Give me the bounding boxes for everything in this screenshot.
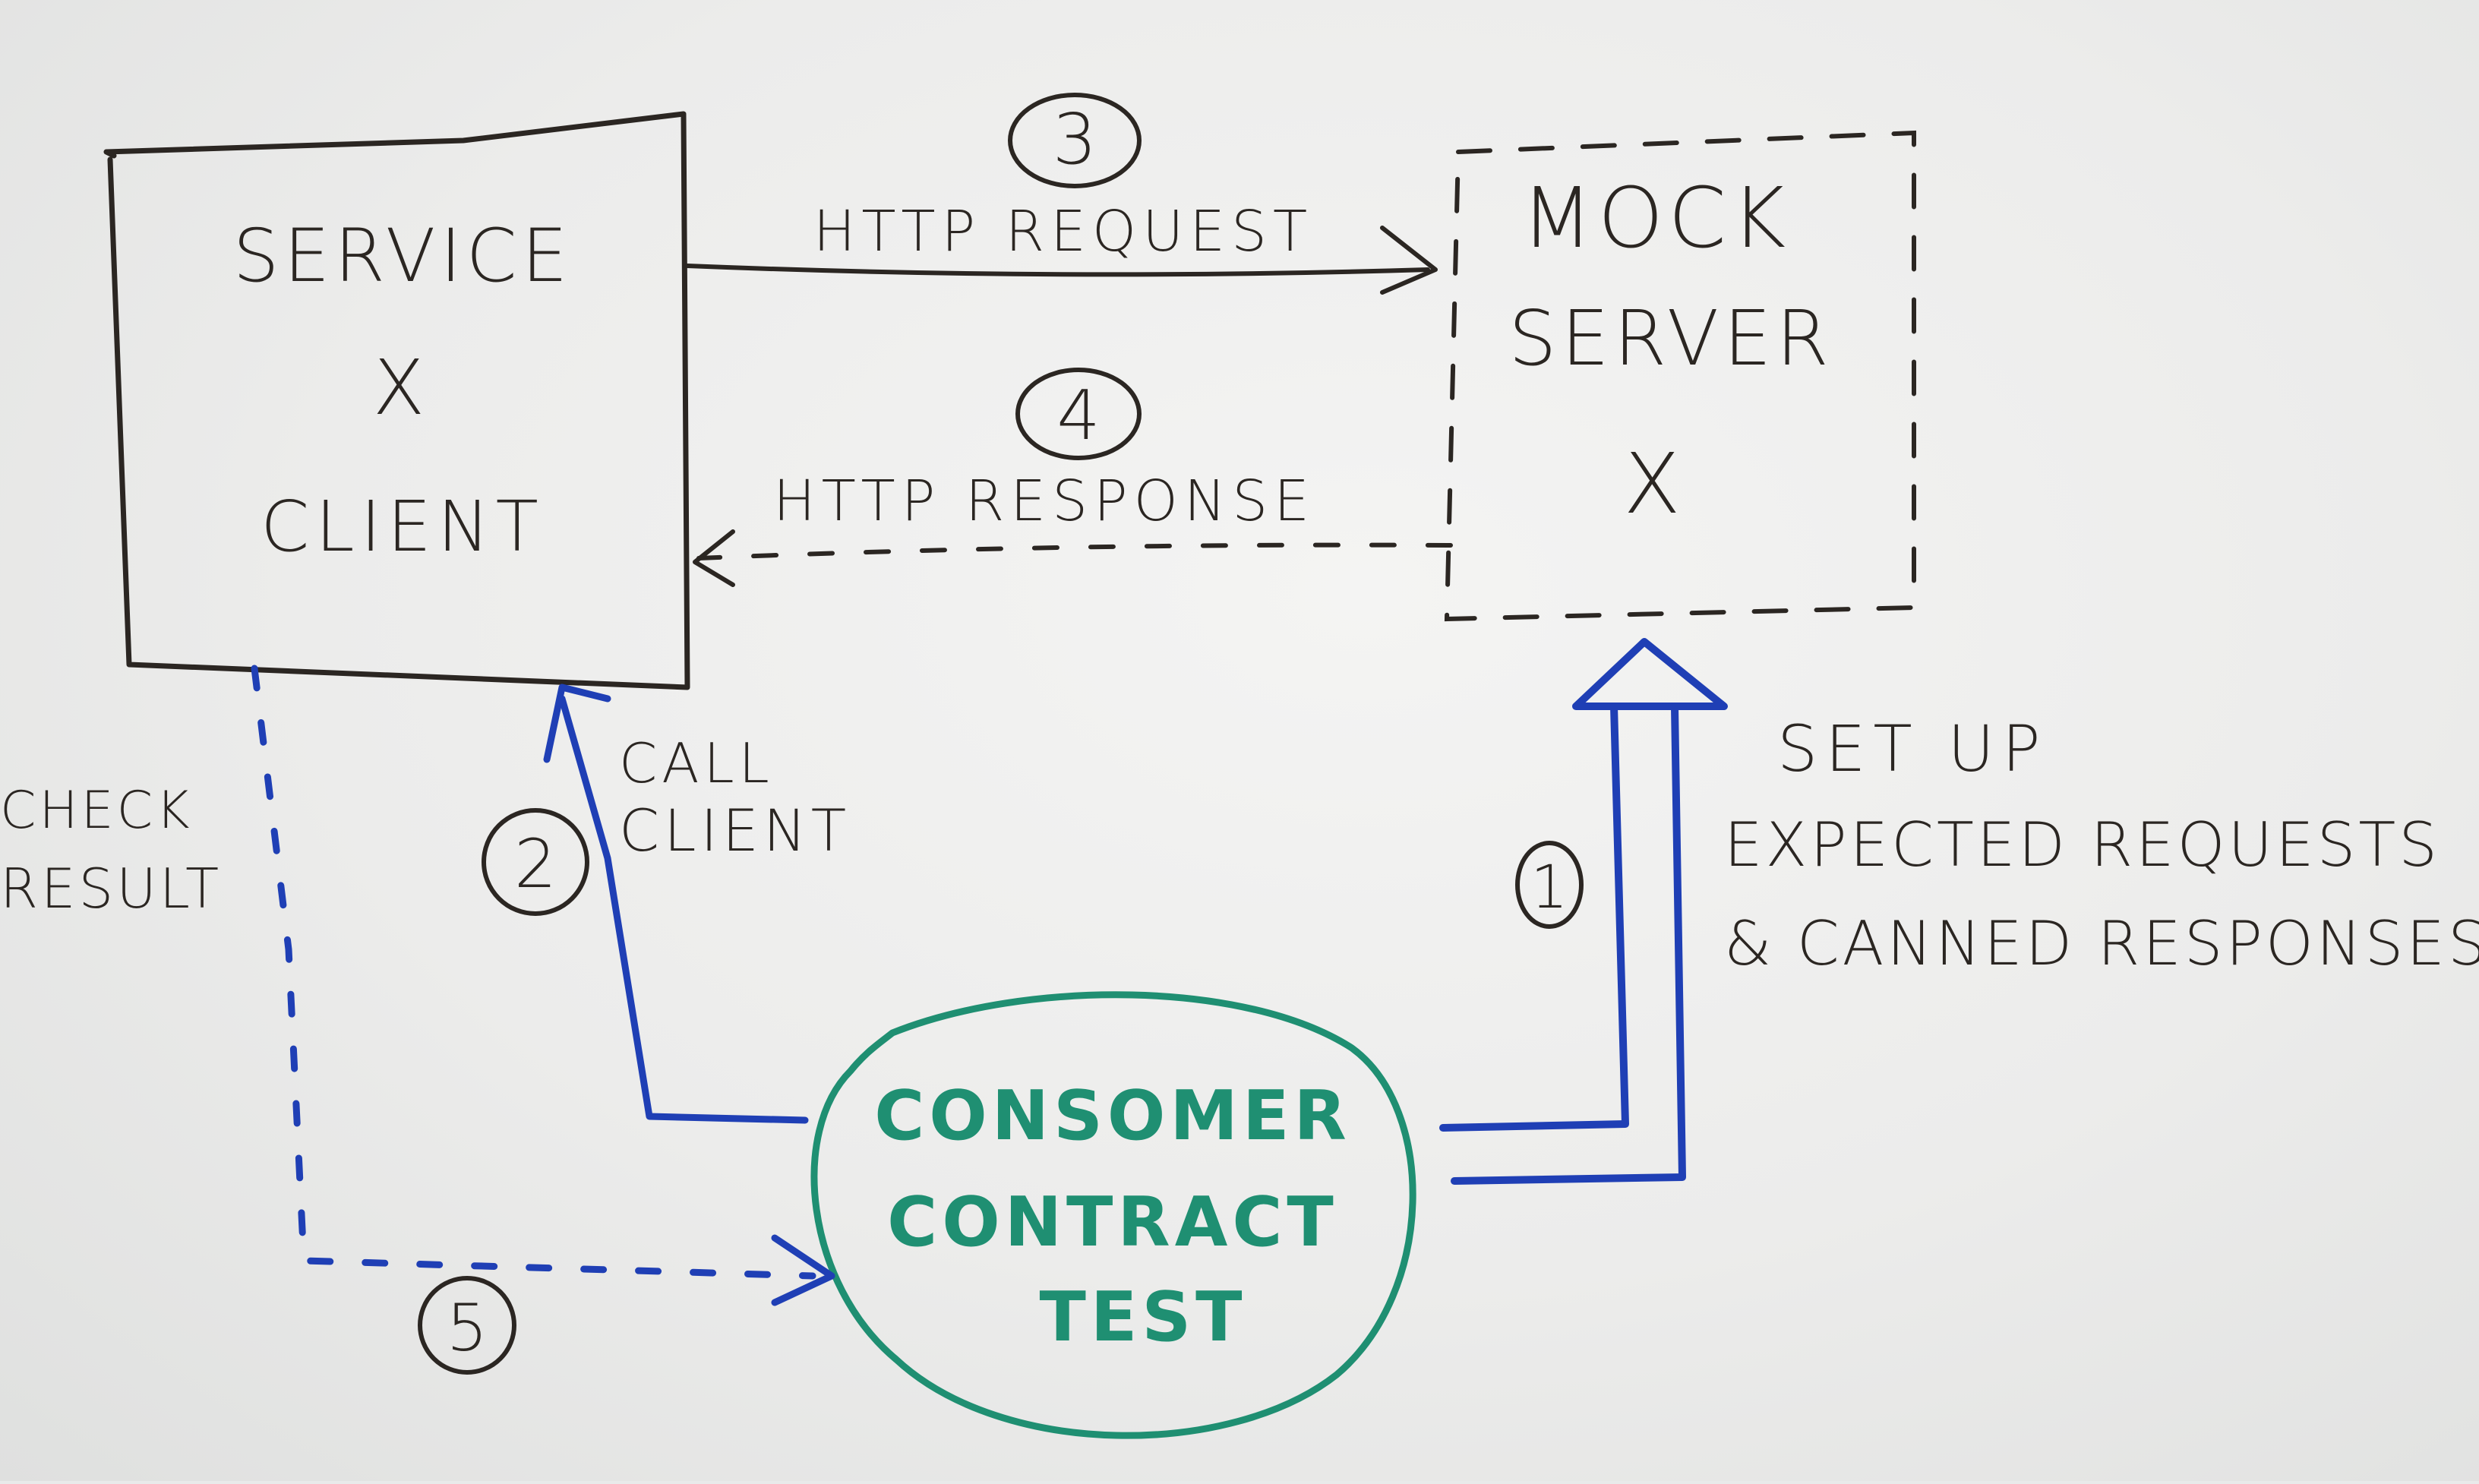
- step-2-circle: [482, 808, 589, 916]
- http-response-connection: HTTP RESPONSE 4: [693, 368, 1453, 587]
- service-box: SERVICE X CLIENT: [103, 111, 690, 690]
- mock-server-name: X: [1623, 435, 1680, 532]
- step-1-circle: [1515, 841, 1584, 929]
- call-client-arrow: [558, 695, 809, 1124]
- step-5-number: 5: [447, 1290, 488, 1366]
- service-box-name: X: [373, 343, 425, 432]
- http-request-arrowhead: [1380, 226, 1438, 295]
- check-result-connection: 5 CHECK RESULT: [0, 665, 835, 1375]
- consumer-test-line3: TEST: [1039, 1277, 1246, 1357]
- setup-label-line3: & CANNED RESPONSES: [1724, 908, 2479, 979]
- step-3-circle: [1008, 93, 1142, 188]
- http-response-arrowhead: [693, 529, 735, 587]
- step-3-number: 3: [1053, 99, 1097, 180]
- http-request-label: HTTP REQUEST: [813, 199, 1313, 264]
- call-client-arrowhead: [543, 684, 611, 763]
- step-1-number: 1: [1530, 854, 1568, 922]
- mock-server-title: MOCK: [1521, 169, 1790, 267]
- check-result-label-line1: CHECK: [0, 781, 193, 841]
- check-result-label-line2: RESULT: [0, 857, 222, 920]
- setup-arrow-inner: [1439, 703, 1629, 1132]
- check-result-arrow: [251, 665, 816, 1280]
- mock-server-box: MOCK SERVER X: [1444, 130, 1916, 622]
- setup-arrowhead: [1572, 638, 1728, 710]
- setup-arrow-outer: [1451, 703, 1686, 1185]
- consumer-test-line1: CONSOMER: [874, 1076, 1351, 1156]
- http-request-connection: HTTP REQUEST 3: [685, 93, 1438, 295]
- consumer-contract-test: CONSOMER CONTRACT TEST: [810, 991, 1416, 1439]
- setup-connection: 1 SET UP EXPECTED REQUESTS & CANNED RESP…: [1439, 638, 2479, 1185]
- step-4-circle: [1015, 368, 1142, 460]
- mock-server-subtitle: SERVER: [1508, 294, 1833, 383]
- consumer-test-outline: [810, 991, 1416, 1439]
- service-box-outline: [103, 111, 690, 690]
- call-client-label-line2: CLIENT: [619, 797, 851, 864]
- consumer-test-line2: CONTRACT: [887, 1182, 1338, 1262]
- step-2-number: 2: [514, 825, 557, 903]
- check-result-arrowhead: [771, 1234, 835, 1306]
- call-client-label-line1: CALL: [619, 731, 774, 795]
- service-box-subtitle: CLIENT: [261, 486, 545, 567]
- http-response-arrow: [696, 542, 1453, 560]
- step-5-circle: [418, 1276, 516, 1375]
- service-box-title: SERVICE: [233, 213, 573, 298]
- setup-label-line1: SET UP: [1777, 712, 2048, 786]
- call-client-connection: 2 CALL CLIENT: [482, 684, 851, 1124]
- http-request-arrow: [685, 264, 1430, 277]
- step-4-number: 4: [1056, 376, 1100, 456]
- http-response-label: HTTP RESPONSE: [773, 469, 1315, 534]
- setup-label-line2: EXPECTED REQUESTS: [1724, 810, 2440, 880]
